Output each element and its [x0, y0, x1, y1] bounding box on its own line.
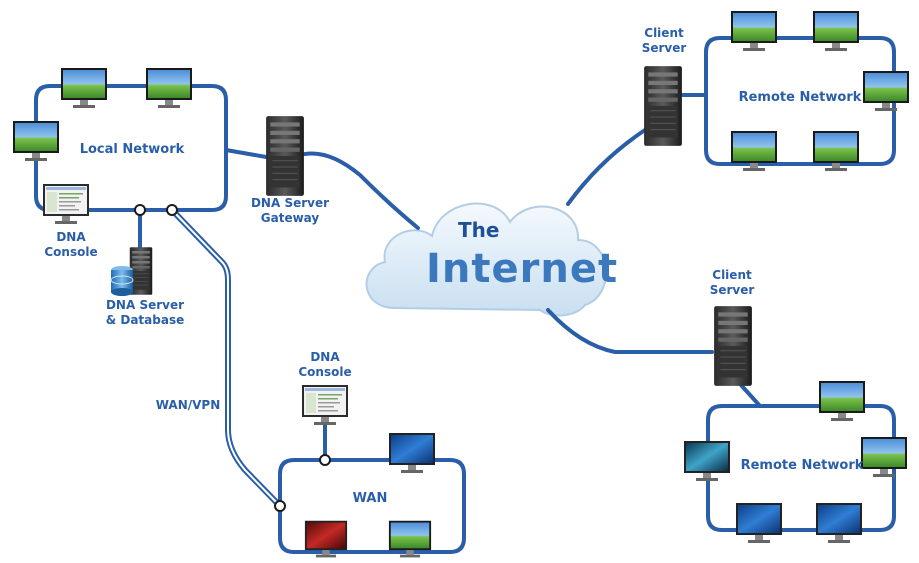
- monitor-icon: [61, 68, 107, 108]
- monitor-icon: [813, 11, 859, 51]
- internet-cloud-icon: [365, 202, 607, 317]
- monitor-icon: [816, 503, 862, 543]
- cloud-title-the: The: [458, 218, 500, 242]
- junction-nodes: [134, 204, 331, 512]
- monitor-icon: [389, 433, 435, 473]
- console-monitor-icon: [302, 385, 348, 425]
- monitor-icon: [13, 121, 59, 161]
- label-dna-server-gateway: DNA Server Gateway: [250, 196, 330, 225]
- monitor-icon: [819, 381, 865, 421]
- wan-vpn-link: [169, 207, 283, 509]
- local-network-loop: [34, 84, 228, 212]
- monitor-icon: [736, 503, 782, 543]
- junction-node-icon: [166, 204, 178, 216]
- database-server-icon: [110, 247, 153, 296]
- junction-node-icon: [319, 454, 331, 466]
- label-remote-network-bottom: Remote Network: [740, 458, 864, 473]
- label-dna-console-wan: DNA Console: [298, 350, 352, 379]
- label-dna-server-database: DNA Server & Database: [105, 298, 185, 327]
- server-tower-icon: [266, 116, 304, 196]
- link-cloud-client-top: [566, 128, 647, 206]
- console-monitor-icon: [43, 184, 89, 224]
- label-wan: WAN: [352, 491, 388, 506]
- junction-node-icon: [274, 500, 286, 512]
- link-client-bottom-remote: [739, 383, 762, 408]
- link-cloud-client-bottom: [546, 308, 714, 354]
- label-client-server-bottom: Client Server: [709, 268, 755, 297]
- connection-lines: [34, 36, 896, 554]
- server-tower-icon: [714, 306, 752, 386]
- server-tower-icon: [644, 66, 682, 146]
- label-dna-console-local: DNA Console: [44, 230, 98, 259]
- label-remote-network-top: Remote Network: [738, 90, 862, 105]
- remote-network-top-loop: [704, 36, 896, 166]
- cloud-title-internet: Internet: [426, 246, 619, 292]
- link-gateway-cloud: [303, 151, 420, 230]
- wan-loop: [278, 458, 466, 554]
- junction-node-icon: [134, 204, 146, 216]
- label-wan-vpn: WAN/VPN: [155, 398, 221, 412]
- link-local-gateway: [224, 148, 274, 160]
- remote-network-bottom-loop: [706, 404, 896, 532]
- monitor-icon: [731, 11, 777, 51]
- label-local-network: Local Network: [79, 142, 185, 157]
- monitor-icon: [146, 68, 192, 108]
- label-client-server-top: Client Server: [641, 26, 687, 55]
